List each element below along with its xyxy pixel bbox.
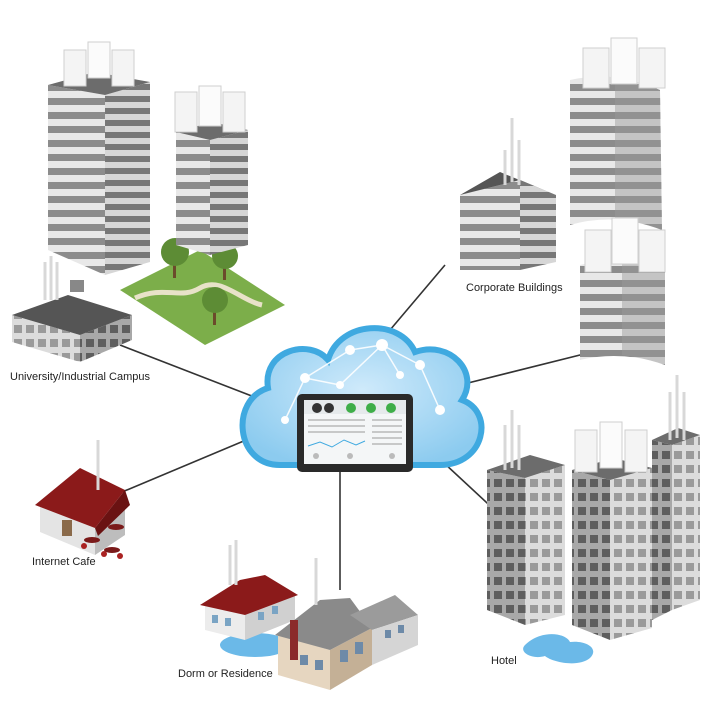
cafe-roof [35,468,125,528]
access-point-icon [111,49,135,87]
antenna-icon [503,118,521,185]
access-point-icon [611,217,639,265]
campus-tower2-side [176,132,210,255]
access-point-icon [174,91,198,133]
cafe-group [35,440,130,559]
antenna-icon [503,410,521,470]
access-point-icon [582,47,610,89]
link-campus [119,344,263,401]
park-path [134,282,263,308]
status-green-icon [366,403,376,413]
campus-tower-side [48,85,105,275]
link-corporate-2 [459,349,601,386]
label-campus: University/Industrial Campus [10,371,150,383]
hotel-roof-1 [487,455,565,478]
campus-low-side [80,315,132,362]
campus-tower2-front [210,130,248,255]
corp-small-front [460,180,520,270]
access-point-icon [584,229,612,273]
label-corporate: Corporate Buildings [466,282,563,294]
status-green-icon [346,403,356,413]
corp-small-side [520,180,556,270]
campus-low-roof [12,295,132,335]
cafe-tables [81,524,124,559]
label-dorm: Dorm or Residence [178,668,273,680]
antenna-icon [43,256,59,300]
corp-lower-shade [622,262,665,365]
access-point-icon [638,229,666,273]
access-point-icon [638,47,666,89]
status-dark-icon [324,403,334,413]
access-point-icon [610,37,638,85]
cafe-wall-side [95,508,125,555]
campus-group [12,41,285,362]
access-point-icon [222,91,246,133]
hotel-group [487,375,700,664]
antenna-icon [228,540,238,585]
campus-tower-front [105,82,150,275]
access-point-icon [599,421,623,469]
access-point-icon [574,429,598,473]
campus-low-front [12,315,80,362]
hotel-pool [523,634,594,664]
status-dark-icon [312,403,322,413]
status-green-icon [386,403,396,413]
corporate-group [460,37,666,365]
pool [220,633,290,657]
corp-small-roof [460,172,556,195]
label-hotel: Hotel [491,655,517,667]
dorm-red-roof [200,575,298,615]
corp-tall-shade [615,82,662,230]
tablet-icon [297,394,413,472]
access-point-icon [63,49,87,87]
access-point-icon [624,429,648,473]
corp-lower-tower [580,261,665,365]
corp-tall-tower [570,76,662,231]
antenna-icon [668,375,686,440]
dorm-group [200,540,418,690]
link-corporate [389,264,446,331]
dorm-grey-roof [275,598,372,650]
access-point-icon [198,85,222,127]
label-cafe: Internet Cafe [32,556,96,568]
access-point-icon [87,41,111,79]
tree-icon [202,287,228,325]
